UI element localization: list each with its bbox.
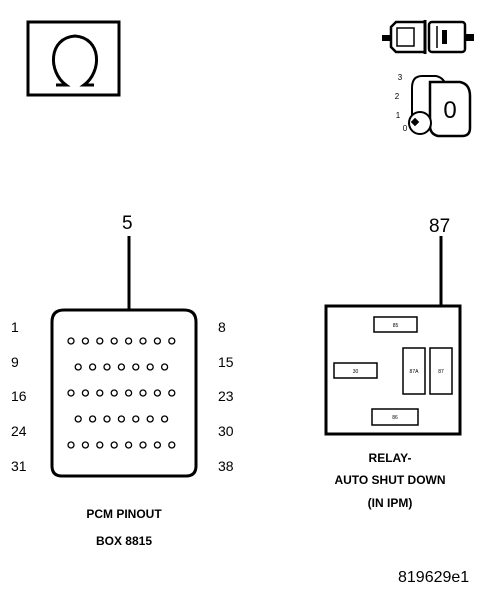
pcm-pin-11 xyxy=(103,363,111,371)
relay-caption-line2: AUTO SHUT DOWN xyxy=(334,473,446,487)
pcm-pin-26 xyxy=(103,415,111,423)
connector-icon xyxy=(382,20,474,54)
pcm-pin-label-31: 31 xyxy=(11,458,27,474)
pcm-pin-16 xyxy=(67,389,75,397)
pcm-pin-17 xyxy=(81,389,90,397)
pcm-pin-36 xyxy=(139,441,147,449)
pcm-pin-label-24: 24 xyxy=(11,423,27,439)
pcm-pin-9 xyxy=(74,363,82,371)
pcm-pin-38 xyxy=(168,441,176,449)
relay-terminal-87: 87 xyxy=(438,369,444,375)
pcm-connector-body xyxy=(50,308,198,478)
pcm-pin-29 xyxy=(146,415,154,423)
ignition-position-3: 3 xyxy=(398,73,403,82)
pcm-pin-5 xyxy=(124,337,133,345)
pcm-pin-19 xyxy=(110,389,118,397)
pcm-pin-grid xyxy=(67,337,176,449)
pcm-pin-label-30: 30 xyxy=(218,423,234,439)
pcm-pin-25 xyxy=(88,415,97,423)
pcm-caption-line1: PCM PINOUT xyxy=(86,507,162,521)
pcm-pin-label-38: 38 xyxy=(218,458,234,474)
ignition-position-0: 0 xyxy=(403,124,408,133)
pcm-pin-14 xyxy=(146,363,154,371)
ohm-meter-icon xyxy=(26,20,121,97)
pcm-pin-21 xyxy=(139,389,147,397)
pcm-pin-label-23: 23 xyxy=(218,388,234,404)
pcm-pin-22 xyxy=(153,389,162,397)
pcm-pin-1 xyxy=(67,337,75,345)
pcm-pin-28 xyxy=(132,415,140,423)
pcm-pin-label-16: 16 xyxy=(11,388,27,404)
relay-caption-line3: (IN IPM) xyxy=(367,496,413,510)
pcm-pin-18 xyxy=(96,389,104,397)
ignition-position-1: 1 xyxy=(396,111,401,120)
pcm-pin-label-9: 9 xyxy=(11,354,19,370)
pcm-pin-33 xyxy=(96,441,104,449)
pcm-pin-6 xyxy=(139,337,147,345)
ignition-switch-icon xyxy=(408,75,472,138)
relay-terminal-30: 30 xyxy=(353,369,359,375)
pcm-pin-label-8: 8 xyxy=(218,319,226,335)
ignition-key-label: 0 xyxy=(443,97,456,124)
pcm-pin-13 xyxy=(132,363,140,371)
ignition-position-2: 2 xyxy=(395,92,400,101)
relay-terminal-87a: 87A xyxy=(410,369,420,375)
pcm-pin-2 xyxy=(81,337,90,345)
relay-terminal-85: 85 xyxy=(393,323,399,329)
pcm-pin-3 xyxy=(96,337,104,345)
figure-id: 819629e1 xyxy=(398,569,470,586)
pcm-pin-12 xyxy=(117,363,126,371)
pcm-pin-8 xyxy=(168,337,176,345)
pcm-pin-label-15: 15 xyxy=(218,354,234,370)
relay-arrow-pin-label: 87 xyxy=(429,216,451,237)
pcm-pin-27 xyxy=(117,415,126,423)
pcm-arrow-pin-label: 5 xyxy=(122,213,133,234)
pcm-pin-37 xyxy=(153,441,162,449)
relay-body xyxy=(324,304,462,436)
pcm-caption-line2: BOX 8815 xyxy=(95,534,153,548)
pcm-pin-7 xyxy=(153,337,162,345)
pcm-pin-32 xyxy=(81,441,90,449)
pcm-pin-label-1: 1 xyxy=(11,319,19,335)
pcm-pin-23 xyxy=(168,389,176,397)
pcm-pin-35 xyxy=(124,441,133,449)
pcm-pin-4 xyxy=(110,337,118,345)
pcm-pin-30 xyxy=(160,415,169,423)
relay-caption-line1: RELAY- xyxy=(368,451,412,465)
pcm-pin-15 xyxy=(160,363,169,371)
pcm-pin-20 xyxy=(124,389,133,397)
pcm-pin-10 xyxy=(88,363,97,371)
pcm-pin-34 xyxy=(110,441,118,449)
relay-terminal-86: 86 xyxy=(392,415,398,421)
pcm-pin-31 xyxy=(67,441,75,449)
pcm-pin-24 xyxy=(74,415,82,423)
